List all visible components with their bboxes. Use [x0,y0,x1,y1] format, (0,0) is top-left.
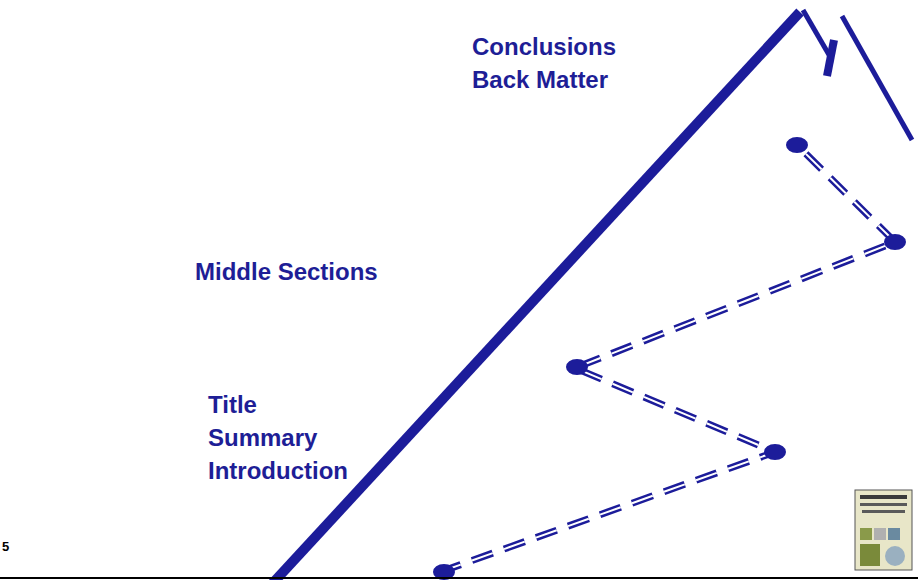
broken-strokes [803,10,912,140]
book-icon [855,490,912,570]
zigzag-path [440,145,895,572]
diagonal-line [272,12,800,580]
section-label: Middle Sections [195,258,378,286]
section-label: Conclusions [472,33,616,61]
section-label: Introduction [208,457,348,485]
path-dots [433,137,906,580]
section-label: Summary [208,424,317,452]
section-label: Back Matter [472,66,608,94]
page-number: 5 [2,539,9,555]
section-label: Title [208,391,257,419]
footer-rule [0,577,918,579]
